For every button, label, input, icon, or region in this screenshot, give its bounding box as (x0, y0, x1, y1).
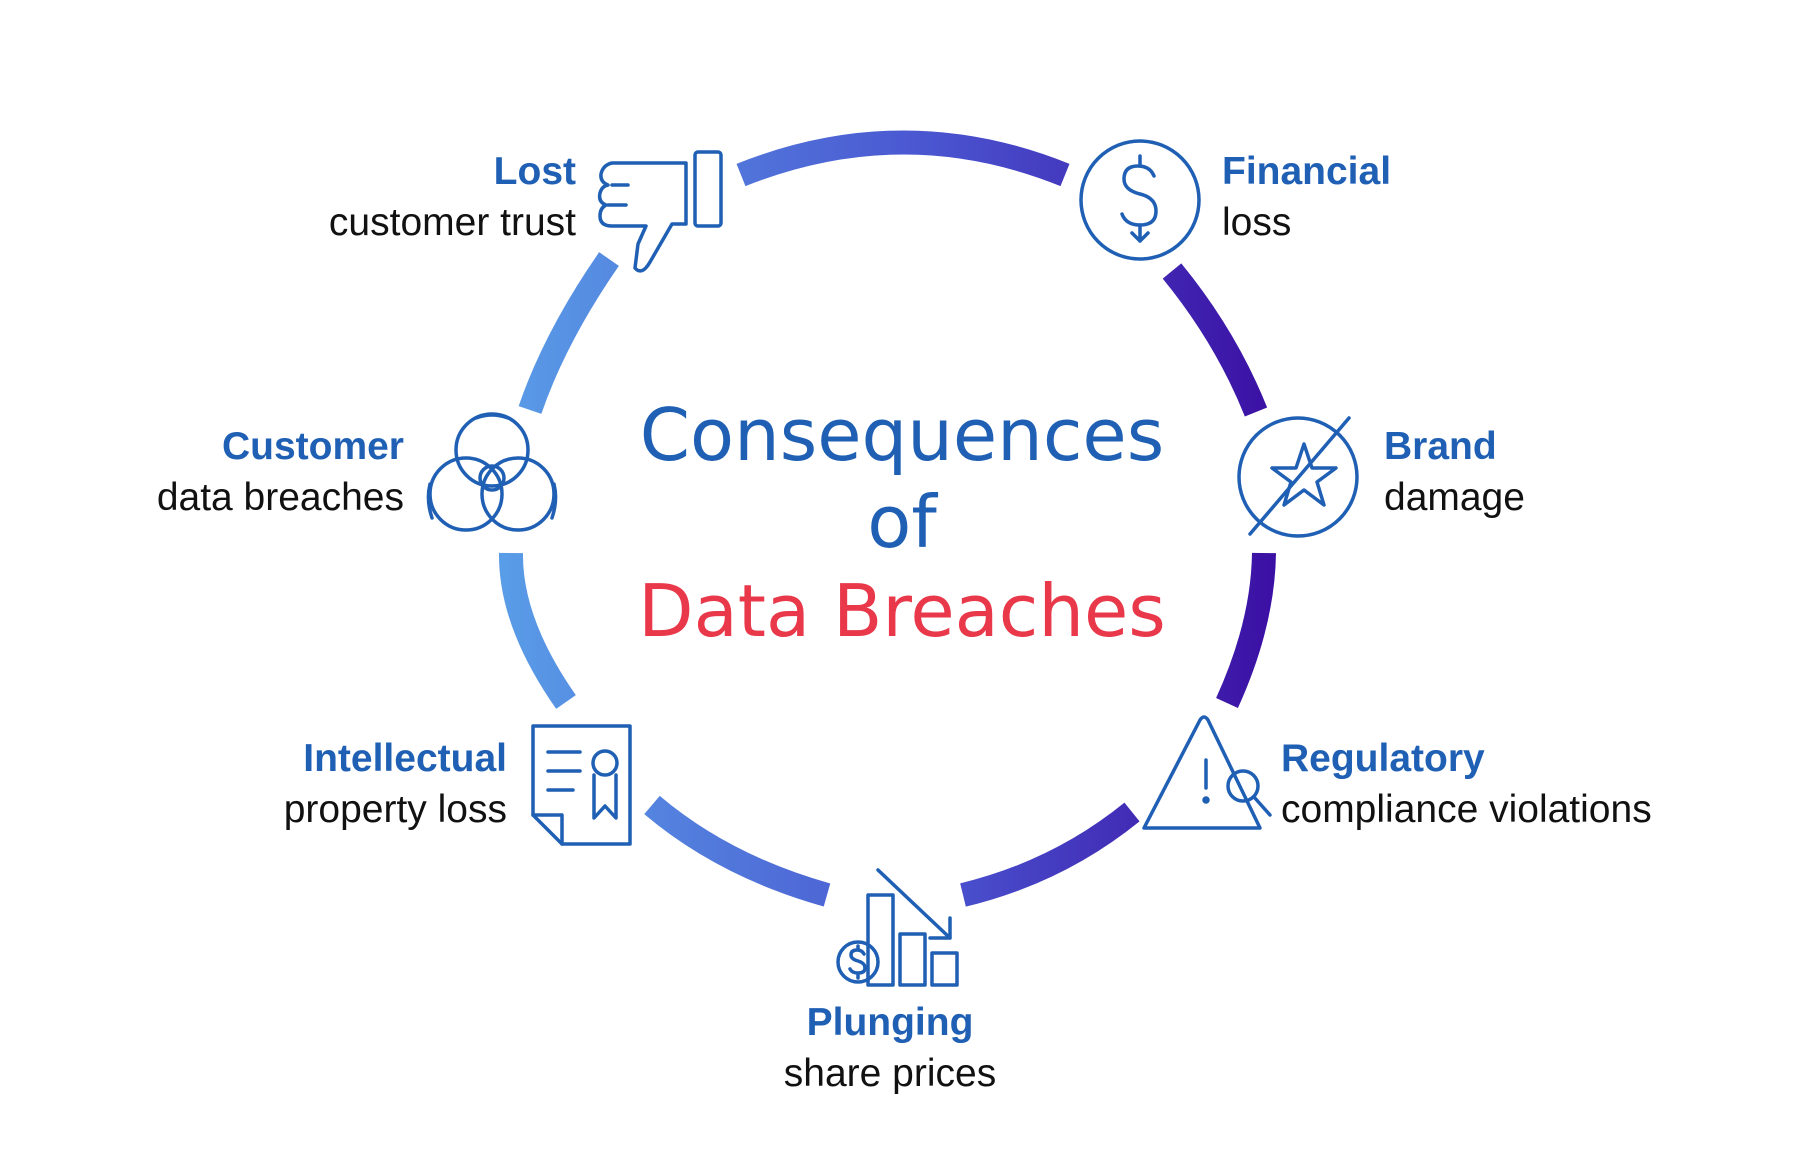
warning-search-icon (1142, 715, 1272, 830)
thumbs-down-icon (597, 150, 723, 273)
label-sub: loss (1222, 201, 1292, 244)
overlapping-circles-icon (426, 412, 558, 532)
label-sub: data breaches (156, 476, 404, 519)
ring-arc-top (736, 130, 1070, 187)
label-head: Customer (221, 425, 404, 468)
label-intellectual-property-loss: Intellectual property loss (284, 733, 507, 835)
title-line-2: of (867, 480, 937, 564)
label-head: Regulatory (1281, 737, 1485, 780)
label-regulatory-compliance: Regulatory compliance violations (1281, 733, 1652, 835)
falling-chart-icon (836, 868, 959, 987)
label-head: Financial (1222, 150, 1392, 193)
dollar-coin-down-icon (1079, 139, 1201, 261)
label-brand-damage: Brand damage (1384, 421, 1525, 523)
label-sub: compliance violations (1281, 788, 1652, 831)
title-line-3: Data Breaches (638, 569, 1166, 653)
label-sub: share prices (783, 1052, 997, 1095)
label-head: Plunging (806, 1001, 974, 1044)
broken-star-icon (1237, 416, 1359, 538)
label-sub: damage (1384, 476, 1525, 519)
label-sub: property loss (283, 788, 507, 831)
ring-arc-lower-left (644, 795, 831, 907)
ring-arc-upper-right (1162, 263, 1268, 417)
title-line-1: Consequences (639, 393, 1165, 477)
label-financial-loss: Financial loss (1222, 146, 1391, 248)
label-head: Brand (1384, 425, 1497, 468)
label-head: Lost (493, 150, 576, 193)
label-head: Intellectual (303, 737, 507, 780)
ring-arc-left (498, 552, 576, 709)
certificate-document-icon (531, 724, 632, 846)
label-sub: customer trust (328, 201, 576, 244)
ring-arc-right (1216, 552, 1276, 708)
ring-arc-lower-right (960, 802, 1140, 907)
label-plunging-share-prices: Plunging share prices (690, 997, 1090, 1099)
label-customer-data-breaches: Customer data breaches (157, 421, 404, 523)
ring-arc-upper-left (518, 252, 619, 414)
label-lost-customer-trust: Lost customer trust (329, 146, 576, 248)
